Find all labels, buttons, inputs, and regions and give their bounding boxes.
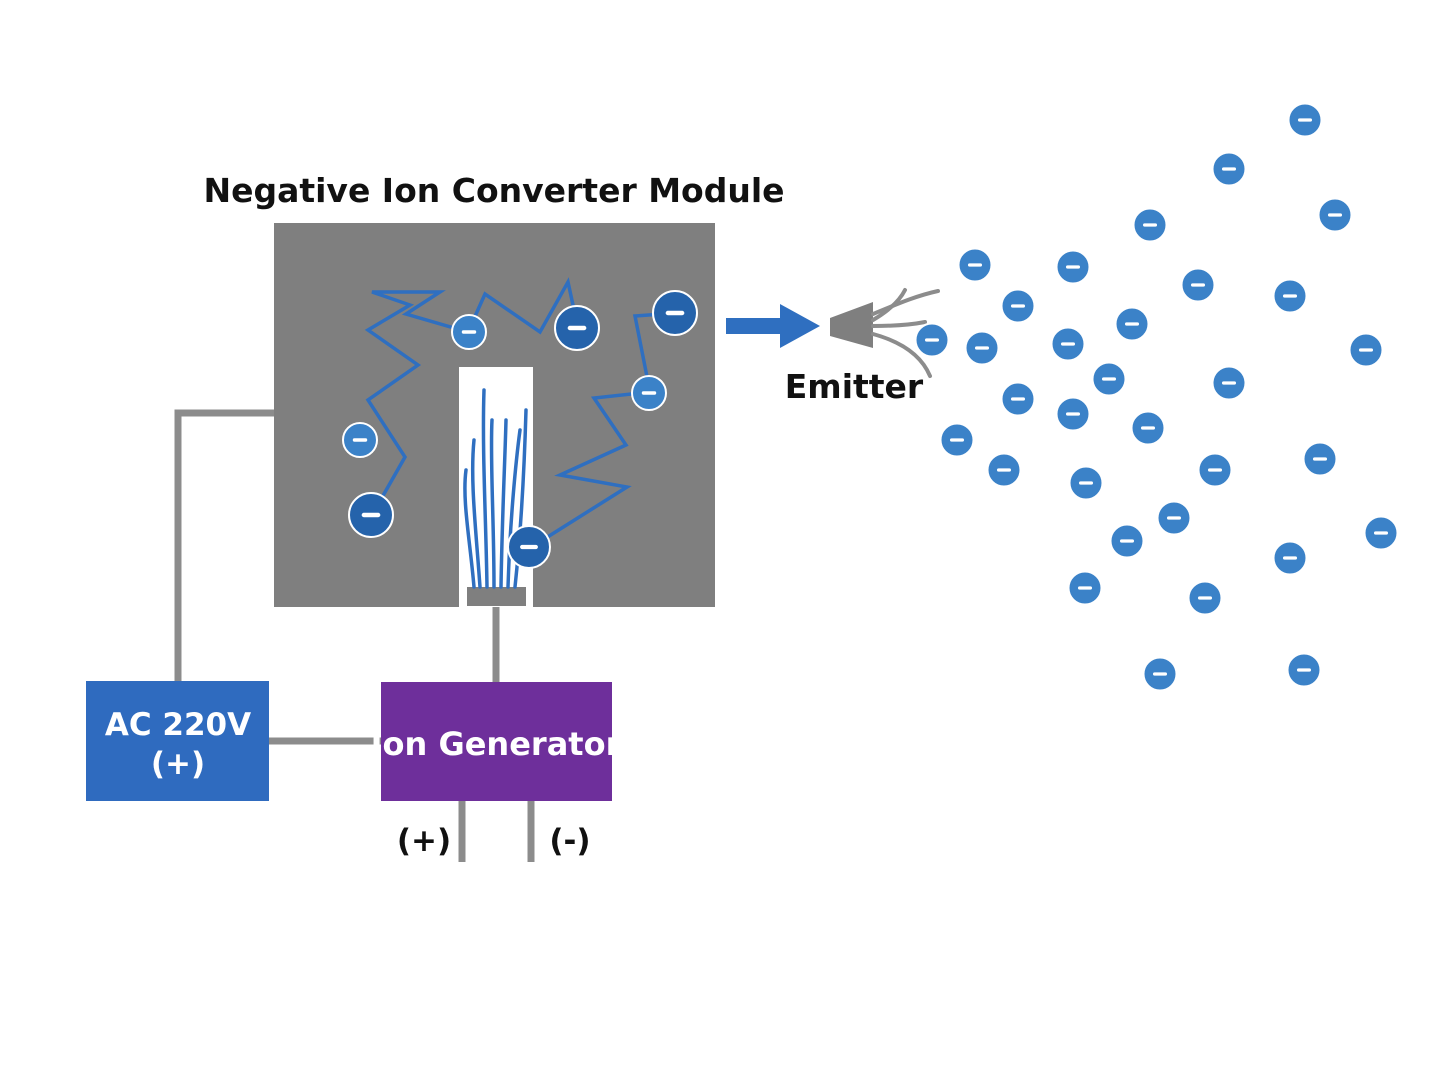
negative-ion-icon: [914, 322, 950, 358]
ac-source: AC 220V (+): [86, 681, 269, 801]
negative-ion-icon: [348, 492, 394, 538]
negative-ion-icon: [1348, 332, 1384, 368]
emitted-ions: [914, 102, 1399, 692]
negative-ion-icon: [1142, 656, 1178, 692]
negative-ion-icon: [1156, 500, 1192, 536]
negative-ion-icon: [1302, 441, 1338, 477]
ac-source-box: [86, 681, 269, 801]
emitter: Emitter: [785, 288, 940, 406]
negative-ion-icon: [1000, 381, 1036, 417]
negative-ion-icon: [1286, 652, 1322, 688]
ac-source-voltage: AC 220V: [105, 707, 251, 743]
emitter-base: [467, 587, 526, 606]
flow-arrow: [726, 304, 820, 348]
negative-ion-icon: [1114, 306, 1150, 342]
negative-ion-icon: [554, 305, 600, 351]
negative-ion-icon: [1197, 452, 1233, 488]
negative-ion-icon: [1211, 151, 1247, 187]
negative-ion-icon: [1109, 523, 1145, 559]
negative-ion-icon: [451, 314, 487, 350]
terminal-negative-label: (-): [549, 823, 590, 859]
negative-ion-icon: [1055, 396, 1091, 432]
negative-ion-icon: [1272, 540, 1308, 576]
negative-ion-icon: [1272, 278, 1308, 314]
negative-ion-icon: [1363, 515, 1399, 551]
ion-generator: Ion Generator: [371, 682, 622, 801]
negative-ion-icon: [939, 422, 975, 458]
negative-ion-icon: [1091, 361, 1127, 397]
converter-module: [274, 223, 715, 607]
negative-ion-icon: [1132, 207, 1168, 243]
negative-ion-icon: [631, 375, 667, 411]
ion-generator-label: Ion Generator: [371, 725, 622, 763]
negative-ion-icon: [1000, 288, 1036, 324]
wire-ac-to-module: [174, 409, 276, 682]
negative-ion-icon: [1055, 249, 1091, 285]
wires: [174, 409, 535, 862]
ac-source-polarity: (+): [151, 746, 205, 782]
emitter-label: Emitter: [785, 367, 924, 406]
ion-generator-box: [381, 682, 612, 801]
negative-ion-icon: [652, 290, 698, 336]
negative-ion-icon: [957, 247, 993, 283]
negative-ion-icon: [1287, 102, 1323, 138]
emitter-nozzle: [830, 302, 873, 348]
electron-paths: [364, 277, 677, 550]
negative-ion-icon: [1317, 197, 1353, 233]
path-right: [529, 311, 677, 550]
module-title: Negative Ion Converter Module: [203, 171, 784, 210]
negative-ion-icon: [986, 452, 1022, 488]
negative-ion-icon: [1180, 267, 1216, 303]
negative-ion-icon: [964, 330, 1000, 366]
negative-ion-icon: [1211, 365, 1247, 401]
module-ions: [342, 290, 698, 569]
brush-fibers: [463, 388, 528, 589]
terminal-positive-label: (+): [397, 823, 451, 859]
negative-ion-icon: [1050, 326, 1086, 362]
negative-ion-icon: [1068, 465, 1104, 501]
negative-ion-icon: [1067, 570, 1103, 606]
negative-ion-icon: [507, 525, 551, 569]
path-left: [364, 277, 580, 516]
negative-ion-icon: [342, 422, 378, 458]
negative-ion-icon: [1130, 410, 1166, 446]
negative-ion-icon: [1187, 580, 1223, 616]
